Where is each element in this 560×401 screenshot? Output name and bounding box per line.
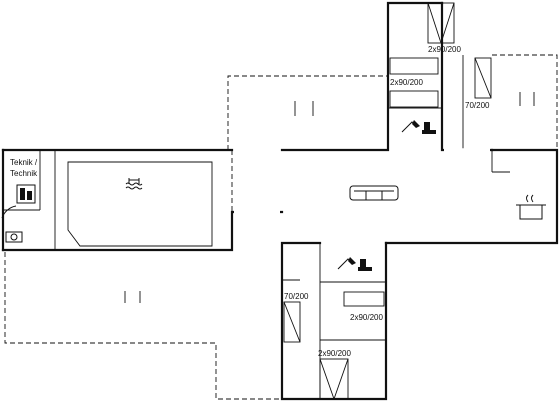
wall-kitchen — [384, 148, 559, 245]
living-area — [349, 185, 546, 220]
door-openings — [234, 148, 490, 245]
bed-mid-double — [343, 291, 385, 307]
wall-pool-bottom — [1, 210, 284, 252]
bed-label-top-double: 2x90/200 — [390, 78, 423, 87]
terrace-door-icon — [294, 92, 535, 116]
bed-label-top-right: 70/200 — [465, 101, 490, 110]
bottom-wing: 70/200 2x90/200 2x90/200 — [124, 257, 385, 400]
shower-toilet-icon — [337, 257, 372, 271]
bed-bottom-double — [319, 358, 349, 400]
terraces — [4, 54, 558, 400]
bed-label-mid-double: 2x90/200 — [350, 313, 383, 322]
technik-label-2: Technik — [10, 169, 38, 178]
technik-room: Teknik / Technik — [1, 158, 38, 243]
terrace-top-right — [492, 54, 558, 150]
terrace-top-middle — [227, 75, 388, 150]
bed-top-right — [474, 57, 492, 99]
technik-label-1: Teknik / — [10, 158, 38, 167]
wall-top-wing-right — [440, 1, 494, 152]
washing-machine-icon — [1, 205, 23, 243]
sofa-icon — [349, 185, 399, 201]
wall-top-wing-left — [280, 1, 444, 152]
bed-mid-left — [283, 301, 301, 343]
pool — [67, 161, 213, 247]
bed-label-mid-left: 70/200 — [284, 292, 309, 301]
pool-basin — [67, 161, 213, 247]
bed-top-double-upper — [389, 57, 439, 75]
boiler-icon — [16, 184, 36, 204]
bed-top-double-lower — [389, 90, 439, 108]
bed-label-top-single: 2x90/200 — [428, 45, 461, 54]
kitchen-pot-icon — [516, 194, 546, 220]
terrace-door-icon — [124, 291, 141, 303]
shower-toilet-icon — [401, 120, 436, 134]
terrace-bottom-left — [4, 252, 282, 400]
top-wing: 2x90/200 2x90/200 70/200 — [294, 2, 535, 134]
wall-bottom-wing — [280, 241, 388, 401]
pool-icon — [125, 178, 143, 190]
bed-label-bottom-double: 2x90/200 — [318, 349, 351, 358]
